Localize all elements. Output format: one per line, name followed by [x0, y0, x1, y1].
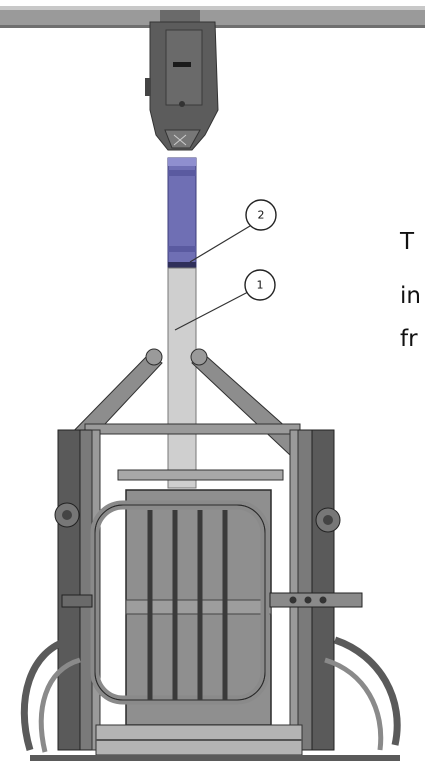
callout-2-label: 2: [258, 209, 265, 222]
lower-curved-rails: [20, 636, 401, 753]
adjustment-knobs: [54, 502, 341, 533]
side-clamp: [61, 592, 363, 608]
motor-unit: [145, 10, 219, 151]
base-platform: [30, 724, 400, 761]
side-text-line-1: T: [400, 229, 415, 255]
extension-section: [167, 157, 197, 269]
callout-2-leader: [189, 225, 251, 263]
pole: [167, 267, 197, 489]
frame-crossbar: [84, 423, 301, 435]
callout-2: 2: [245, 199, 277, 231]
callout-1: 1: [244, 269, 276, 301]
callout-1-label: 1: [257, 279, 264, 292]
gate-frame: [90, 500, 270, 705]
side-text-line-3: fr: [400, 326, 418, 352]
callout-1-leader: [174, 291, 249, 331]
side-text-line-2: in: [400, 283, 421, 309]
